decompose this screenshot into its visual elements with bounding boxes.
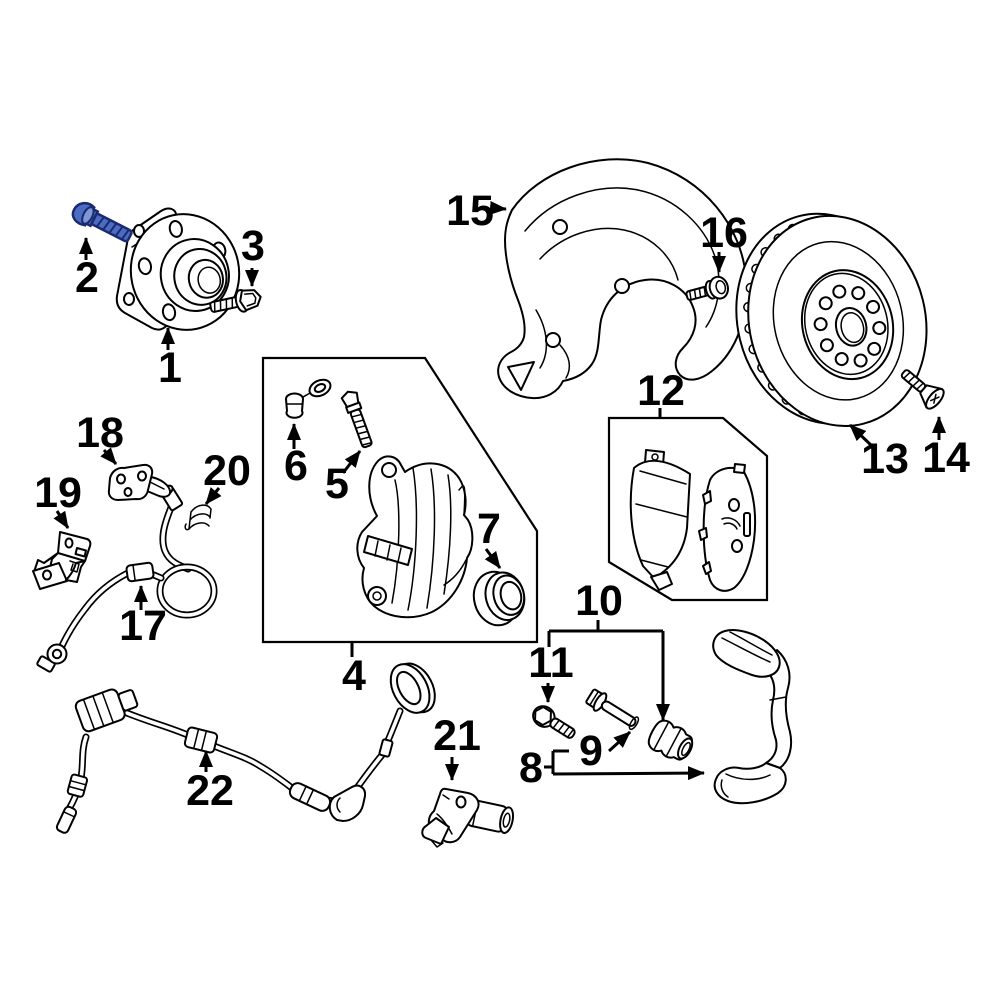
part-shield-screw xyxy=(685,275,729,301)
part-rotor-set-screw xyxy=(900,369,945,410)
part-brake-pad-outer xyxy=(629,449,691,591)
callout-17: 17 xyxy=(119,602,167,650)
callout-9: 9 xyxy=(579,727,603,775)
caliper-box-outline xyxy=(261,356,539,644)
leader-8 xyxy=(552,766,705,781)
part-hose-bracket-2 xyxy=(32,531,92,590)
part-hub-bolt-highlighted xyxy=(71,202,133,243)
part-hose-bracket xyxy=(107,463,172,501)
part-bleeder-cap xyxy=(285,378,332,419)
callouts: 1 2 3 4 5 6 7 8 9 10 11 12 13 14 15 16 xyxy=(34,187,970,815)
leader-20 xyxy=(204,487,222,505)
part-caliper-bracket xyxy=(712,629,793,805)
callout-7: 7 xyxy=(477,505,501,553)
callout-5: 5 xyxy=(325,460,349,508)
bracket-8 xyxy=(544,749,569,774)
part-abs-harness xyxy=(55,662,436,834)
callout-8: 8 xyxy=(519,744,543,792)
callout-3: 3 xyxy=(241,222,265,270)
callout-19: 19 xyxy=(34,469,82,517)
callout-12: 12 xyxy=(637,367,685,415)
callout-18: 18 xyxy=(76,409,124,457)
leader-18 xyxy=(100,447,118,465)
harness-grommet-ring xyxy=(389,662,436,714)
leader-7 xyxy=(484,548,502,569)
callout-4: 4 xyxy=(342,652,366,700)
callout-2: 2 xyxy=(75,254,99,302)
leader-9 xyxy=(607,730,632,753)
part-splash-shield xyxy=(497,158,748,400)
callout-11: 11 xyxy=(528,639,573,687)
callout-10: 10 xyxy=(575,577,623,625)
callout-15: 15 xyxy=(446,187,494,235)
callout-1: 1 xyxy=(158,344,182,392)
leader-19 xyxy=(53,510,70,529)
part-guide-pin xyxy=(585,688,640,731)
callout-16: 16 xyxy=(700,209,748,257)
leader-13 xyxy=(848,423,875,449)
pad-box-outline xyxy=(607,416,769,602)
part-bracket-bolt xyxy=(532,705,576,739)
part-guide-pin-bushing xyxy=(647,719,694,761)
part-brake-rotor xyxy=(735,212,928,428)
callout-6: 6 xyxy=(284,442,308,490)
part-abs-sensor xyxy=(421,787,515,848)
harness-connector xyxy=(74,688,139,733)
part-caliper-piston xyxy=(472,570,526,627)
callout-20: 20 xyxy=(203,447,251,495)
callout-22: 22 xyxy=(186,767,234,815)
part-caliper-guide-bolt xyxy=(340,390,373,449)
callout-21: 21 xyxy=(433,712,481,760)
part-wheel-hub xyxy=(115,207,241,331)
leader-5 xyxy=(341,450,362,474)
rotor-lug-holes xyxy=(813,284,887,368)
part-hub-mount-bolt xyxy=(209,288,262,313)
leader-15 xyxy=(489,200,507,215)
part-brake-pad-inner xyxy=(698,463,757,592)
part-brake-caliper xyxy=(356,455,474,619)
part-hose-clip xyxy=(184,504,212,531)
bracket-10 xyxy=(547,620,663,647)
callout-14: 14 xyxy=(922,434,970,482)
